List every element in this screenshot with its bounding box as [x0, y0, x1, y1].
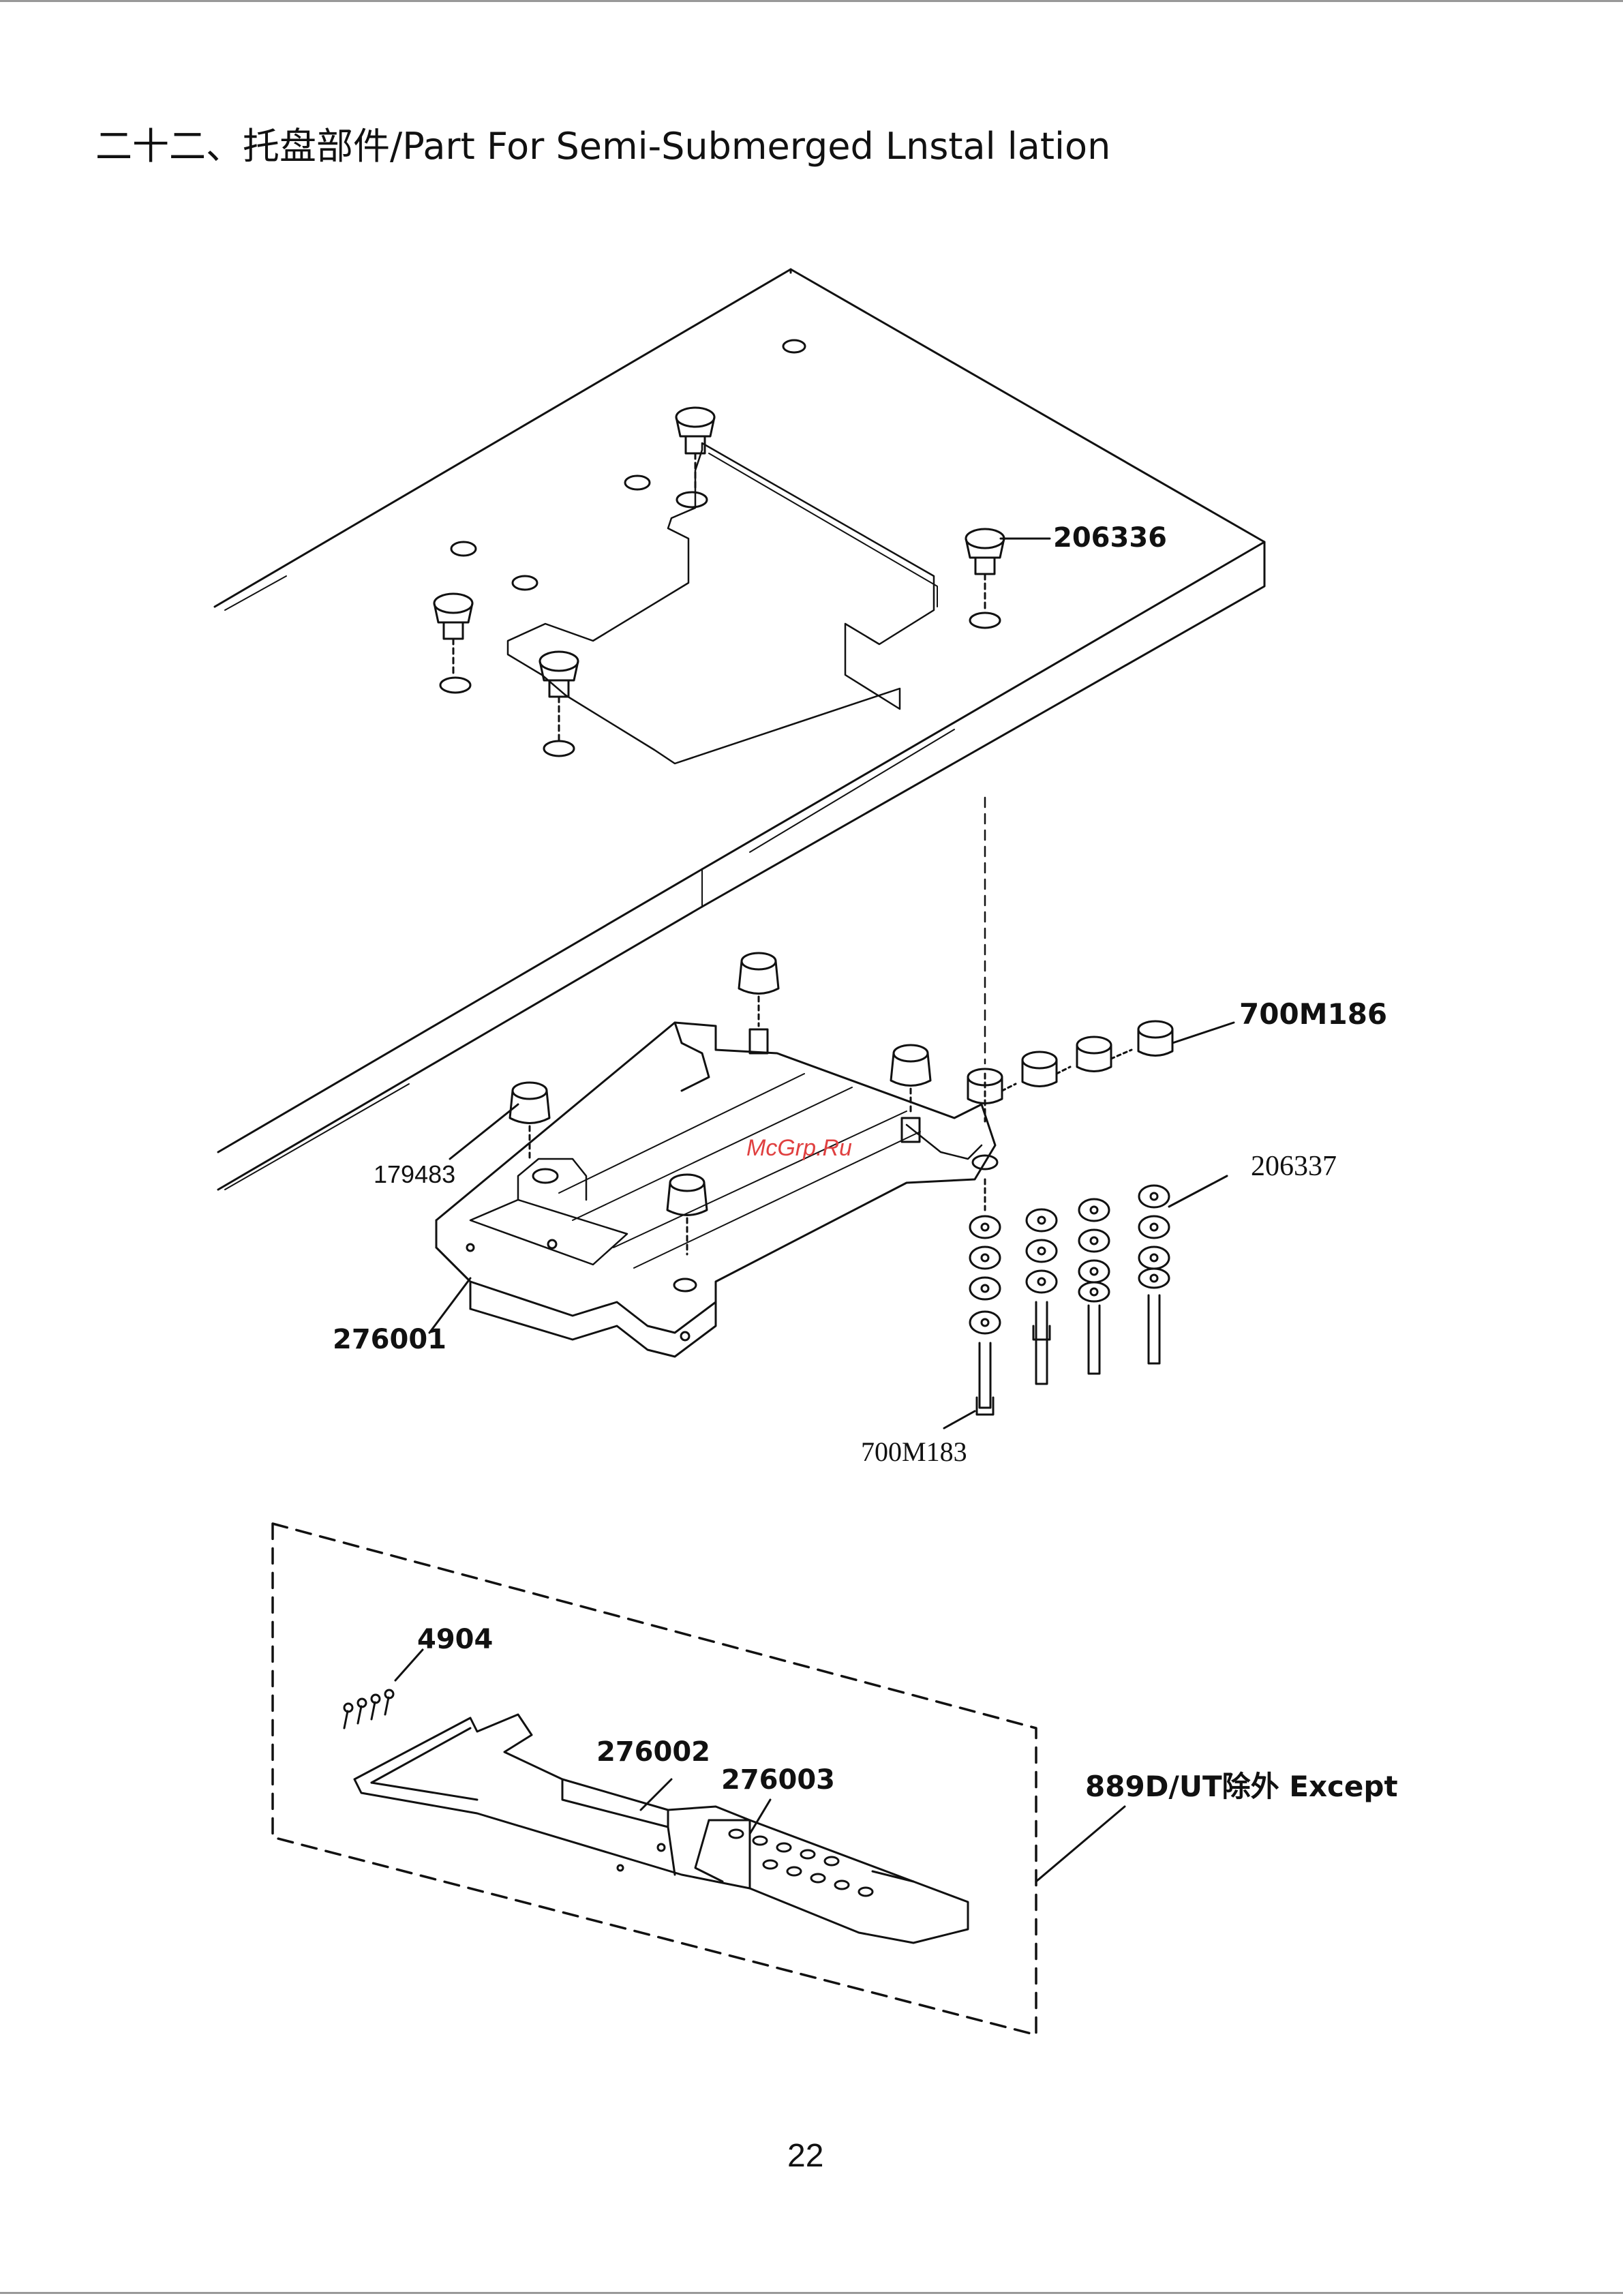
rubber-pin-206336-2	[966, 529, 1004, 612]
label-179483: 179483	[374, 1160, 455, 1188]
label-except: 889D/UT除外 Except	[1085, 1770, 1398, 1803]
screw-4904-set	[344, 1650, 423, 1728]
washer-stack-2	[1027, 1209, 1057, 1384]
tray-bracket-276001	[436, 1023, 997, 1357]
washer-stack-1	[970, 1179, 1000, 1415]
washer-stack-4	[1139, 1185, 1169, 1363]
rubber-cushion-179483-3	[510, 1083, 549, 1159]
watermark: McGrp.Ru	[746, 1135, 852, 1161]
leader-700M186	[1172, 1023, 1234, 1043]
leader-206337	[1169, 1176, 1227, 1207]
washer-stack-3	[1079, 1199, 1109, 1374]
label-700M186: 700M186	[1239, 997, 1387, 1031]
label-206337: 206337	[1251, 1151, 1337, 1182]
leader-179483	[450, 1104, 518, 1159]
page-bottom-rule	[0, 2292, 1623, 2294]
except-dashed-box	[273, 1524, 1036, 2035]
label-276001: 276001	[333, 1324, 446, 1355]
rubber-cushion-179483-1	[739, 953, 778, 1053]
page-number: 22	[787, 2137, 823, 2175]
leader-except	[1036, 1807, 1125, 1882]
rubber-pin-206336-3	[434, 594, 472, 677]
label-206336: 206336	[1053, 522, 1167, 554]
label-700M183: 700M183	[861, 1436, 967, 1467]
rubber-pin-206336-1	[676, 408, 714, 491]
label-276003: 276003	[721, 1764, 835, 1796]
spacer-700M186-row	[968, 1021, 1172, 1121]
label-276002: 276002	[596, 1736, 710, 1768]
rubber-pin-206336-4	[540, 652, 578, 740]
leader-700M183	[944, 1411, 975, 1428]
label-4904: 4904	[417, 1624, 493, 1655]
